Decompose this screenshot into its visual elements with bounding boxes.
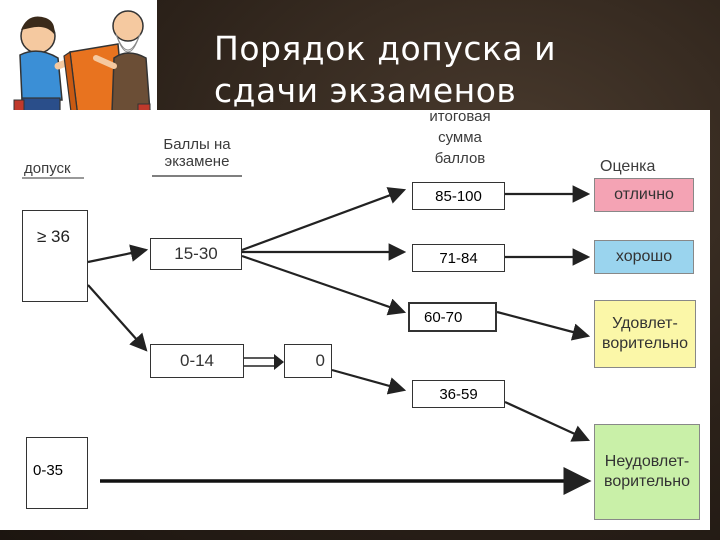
arrow-36-59-to-unsatisfactory [504,400,591,442]
total-header-line-3: баллов [434,150,486,167]
total-36-59-box: 36-59 [412,380,505,408]
title-line-2: сдачи экзаменов [214,71,517,110]
exam-points-header-line-2: экзамене [164,153,230,170]
arrow-admission-to-high [87,244,149,264]
title-line-1: Порядок допуска и [214,29,557,68]
grade-unsatisfactory-line-1: Неудовлет- [604,453,690,470]
total-85-100-box: 85-100 [412,182,505,210]
grade-good-box: хорошо [594,240,694,274]
grade-excellent-box: отлично [594,178,694,212]
total-header-line-2: сумма [438,129,482,146]
slide-title: Порядок допуска и сдачи экзаменов [214,28,694,112]
arrow-high-to-85-100 [241,187,407,252]
admission-pass-box: ≥ 36 [22,210,88,302]
arrow-admission-to-low [87,284,148,352]
grade-satisfactory-line-2: ворительно [602,335,688,352]
exam-low-box: 0-14 [150,344,244,378]
exam-zero-box: 0 [284,344,332,378]
total-71-84-box: 71-84 [412,244,505,272]
arrow-high-to-60-70 [241,254,407,316]
exam-high-box: 15-30 [150,238,242,270]
total-header-line-1: итоговая [429,108,491,125]
grade-satisfactory-box: Удовлет- ворительно [594,300,696,368]
exam-points-header: Баллы на экзамене [152,136,242,170]
total-60-70-box: 60-70 [408,302,497,332]
exam-points-header-line-1: Баллы на [163,136,231,153]
grade-header: Оценка [600,158,656,175]
grade-unsatisfactory-box: Неудовлет- ворительно [594,424,700,520]
admission-header: допуск [24,160,71,177]
grade-unsatisfactory-line-2: ворительно [604,473,690,490]
arrow-low-to-zero-head [274,354,284,370]
arrow-60-70-to-satisfactory [496,310,591,341]
arrow-zero-to-36-59 [331,368,407,395]
grade-satisfactory-line-1: Удовлет- [612,315,678,332]
total-header: итоговая сумма баллов [410,106,510,169]
admission-fail-box: 0-35 [26,437,88,509]
